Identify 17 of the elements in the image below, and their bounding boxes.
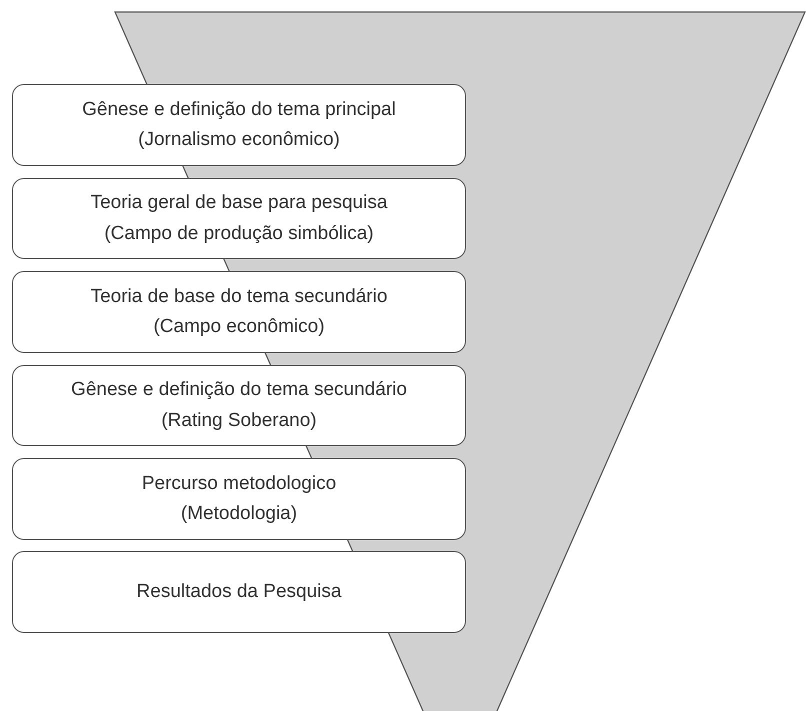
section-title: Percurso metodologico bbox=[142, 472, 336, 496]
section-subtitle: (Rating Soberano) bbox=[161, 408, 317, 432]
section-subtitle: (Campo econômico) bbox=[153, 315, 325, 339]
section-title: Gênese e definição do tema principal bbox=[82, 98, 396, 122]
section-title: Teoria de base do tema secundário bbox=[90, 284, 388, 309]
section-box bbox=[12, 84, 466, 166]
section-box bbox=[12, 271, 466, 353]
section-subtitle: (Campo de produção simbólica) bbox=[104, 222, 374, 246]
section-box bbox=[12, 365, 466, 446]
section-title: Resultados da Pesquisa bbox=[136, 580, 342, 604]
section-box bbox=[12, 551, 466, 633]
section-box bbox=[12, 178, 466, 259]
section-box bbox=[12, 458, 466, 540]
section-title: Gênese e definição do tema secundário bbox=[71, 378, 407, 402]
section-title: Teoria geral de base para pesquisa bbox=[90, 191, 388, 216]
section-subtitle: (Jornalismo econômico) bbox=[138, 128, 340, 152]
section-subtitle: (Metodologia) bbox=[180, 502, 298, 526]
